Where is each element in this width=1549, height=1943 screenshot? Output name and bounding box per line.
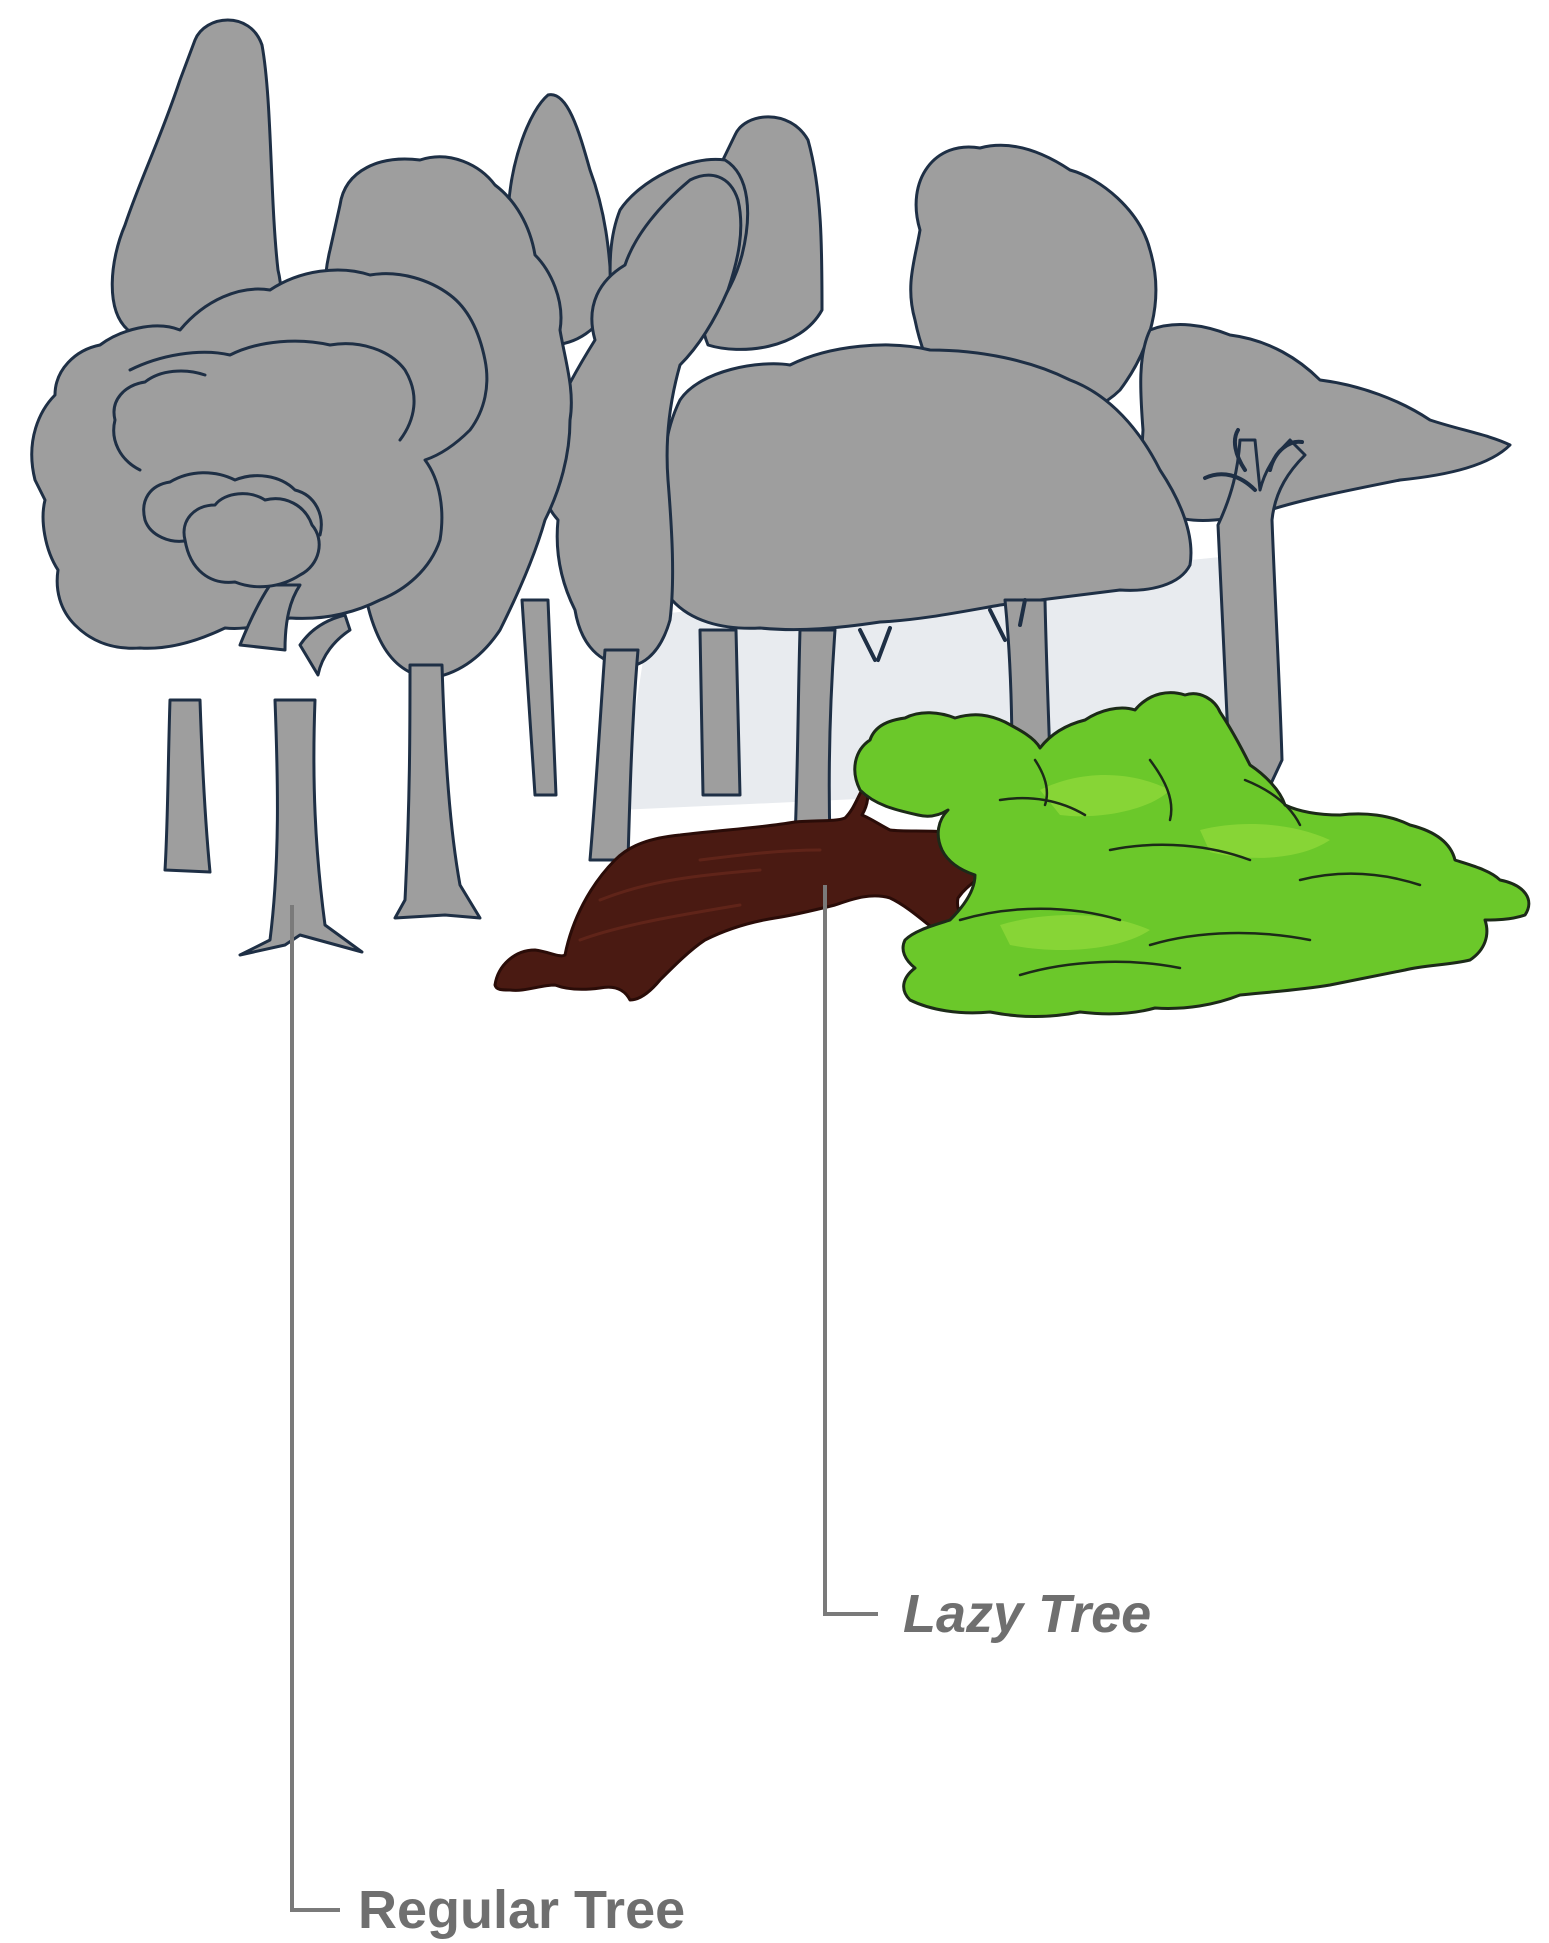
regular-tree-leader-line xyxy=(292,905,340,1910)
regular-tree-midleft-trunk xyxy=(395,665,480,918)
regular-tree-center-tall-trunk xyxy=(590,650,638,860)
regular-tree-front-left-small-crown xyxy=(184,494,319,587)
lazy-tree-foliage xyxy=(855,693,1529,1017)
regular-tree-front-left-trunk-a xyxy=(165,700,210,872)
regular-tree-label: Regular Tree xyxy=(358,1883,685,1937)
regular-tree-middle-trunk-left xyxy=(795,630,835,840)
lazy-tree-leader-line xyxy=(825,885,878,1614)
regular-tree-right-canopy xyxy=(1141,325,1510,521)
regular-tree-back-2-trunk xyxy=(522,600,556,795)
regular-tree-back-4-trunk xyxy=(700,630,740,795)
regular-tree-front-left-trunk-b xyxy=(240,700,362,955)
lazy-tree-label: Lazy Tree xyxy=(903,1587,1151,1641)
